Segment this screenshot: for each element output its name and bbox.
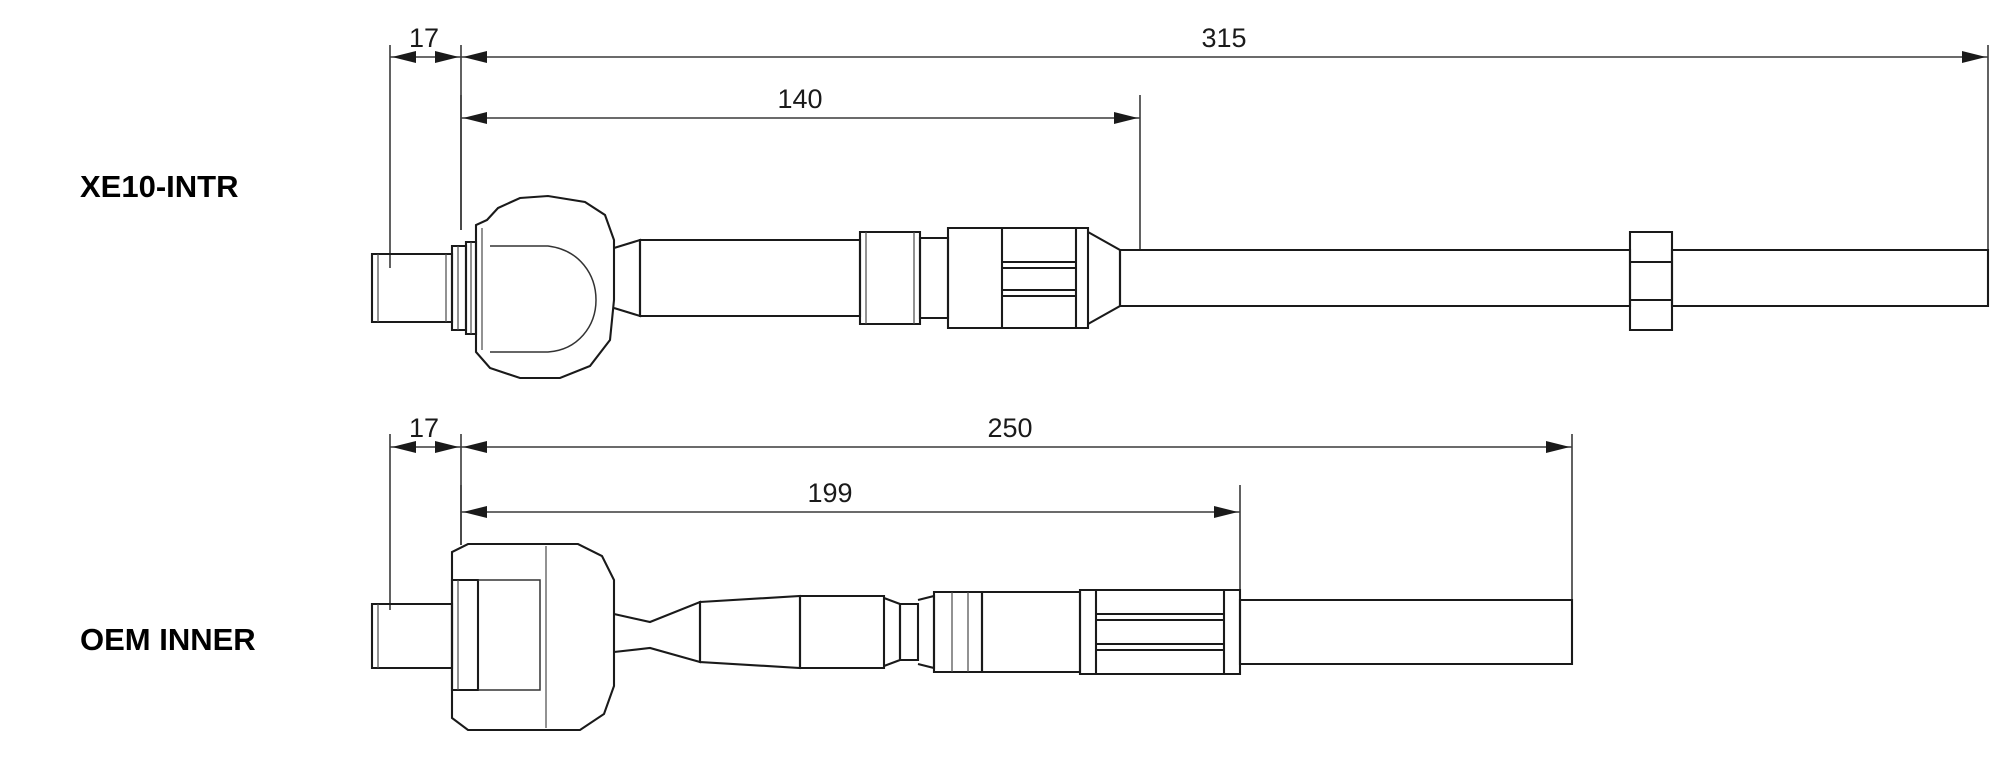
housing-taper-oem	[613, 600, 702, 664]
part-label-xe10-intr: XE10-INTR	[80, 169, 238, 204]
dimension-315: 315	[461, 23, 1989, 250]
dimension-value-315: 315	[1201, 23, 1246, 53]
shaft-segment-b-oem	[798, 594, 886, 670]
dimension-value-140: 140	[777, 84, 822, 114]
dimension-value-250: 250	[987, 413, 1032, 443]
jam-nut-xe10	[1628, 230, 1674, 332]
long-rod-xe10	[1118, 248, 1632, 308]
ring-band-oem	[932, 590, 984, 674]
spline-section-oem	[1078, 588, 1242, 676]
shaft-waist-oem	[883, 594, 936, 670]
shoulder-ring-1-xe10	[858, 230, 922, 326]
dimension-140: 140	[460, 84, 1141, 250]
shaft-taper-xe10	[613, 238, 642, 318]
shaft-segment-a-xe10	[638, 238, 862, 318]
part-xe10-intr: XE10-INTR 17 315	[80, 23, 1990, 380]
dimension-value-17: 17	[409, 23, 439, 53]
dimension-199: 199	[460, 478, 1241, 600]
dimension-value-17-bottom: 17	[409, 413, 439, 443]
end-rod-xe10	[1670, 248, 1990, 308]
collar-oem	[450, 578, 480, 692]
spline-section-xe10	[946, 226, 1090, 330]
ball-joint-housing-oem	[450, 542, 616, 732]
dimension-17-bottom: 17	[389, 413, 462, 610]
shaft-segment-c-oem	[980, 590, 1082, 674]
part-label-oem-inner: OEM INNER	[80, 622, 256, 657]
shaft-taper-a-oem	[698, 594, 802, 670]
dimension-250: 250	[461, 413, 1573, 600]
dimension-17-top: 17	[389, 23, 462, 268]
ball-joint-housing-xe10	[474, 194, 616, 380]
dimension-value-199: 199	[807, 478, 852, 508]
shaft-link-xe10	[918, 236, 950, 320]
part-oem-inner: OEM INNER 17 250	[80, 413, 1574, 732]
collar-stack-xe10	[450, 240, 478, 336]
end-rod-oem	[1238, 598, 1574, 666]
taper-to-rod-xe10	[1087, 231, 1122, 325]
stud-left-xe10	[370, 252, 454, 324]
stud-left-oem	[370, 602, 454, 670]
